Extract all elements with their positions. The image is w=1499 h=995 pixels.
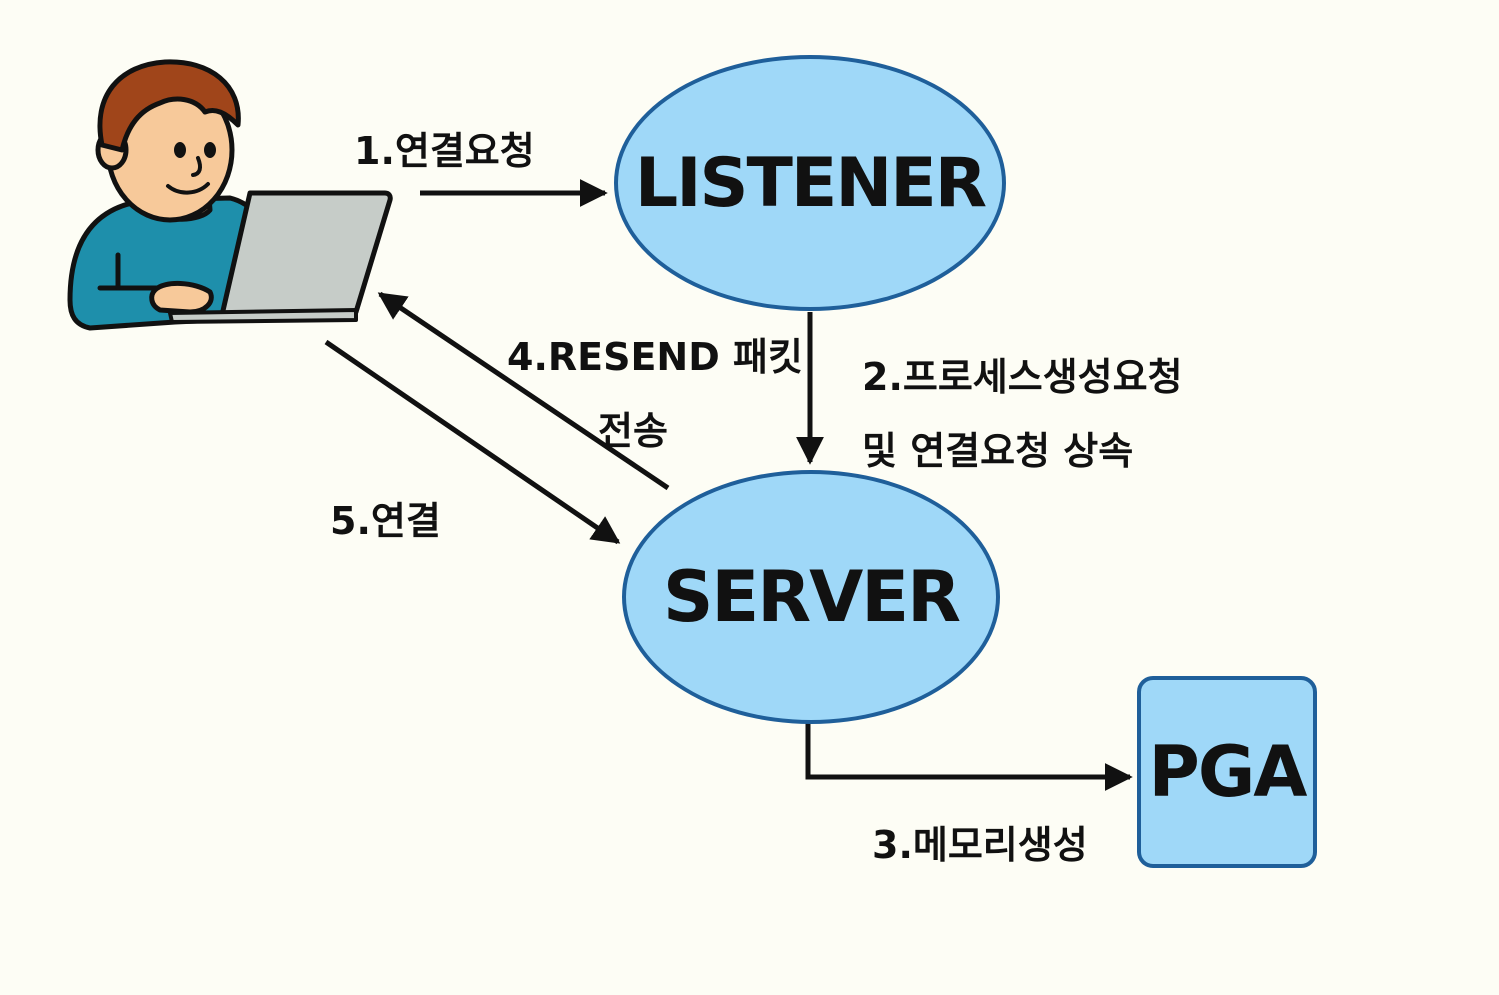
server-node: SERVER [622,470,1000,724]
listener-label: LISTENER [634,143,987,223]
arrow-step5 [324,339,621,545]
pga-label: PGA [1148,731,1308,813]
step5-label: 5.연결 [330,499,441,543]
step3-label: 3.메모리생성 [872,823,1088,867]
server-label: SERVER [662,556,961,638]
step4-label-line2: 전송 [598,409,668,453]
arrow-step3 [805,722,1133,791]
user-with-laptop-icon [67,59,393,331]
step2-label-line2: 및 연결요청 상속 [862,429,1134,473]
step1-label: 1.연결요청 [354,129,535,173]
step2-label-line1: 2.프로세스생성요청 [862,355,1183,399]
arrow-step4 [377,291,670,491]
pga-node: PGA [1137,676,1317,868]
step4-label-line1: 4.RESEND 패킷 [507,335,803,379]
listener-node: LISTENER [614,55,1006,311]
